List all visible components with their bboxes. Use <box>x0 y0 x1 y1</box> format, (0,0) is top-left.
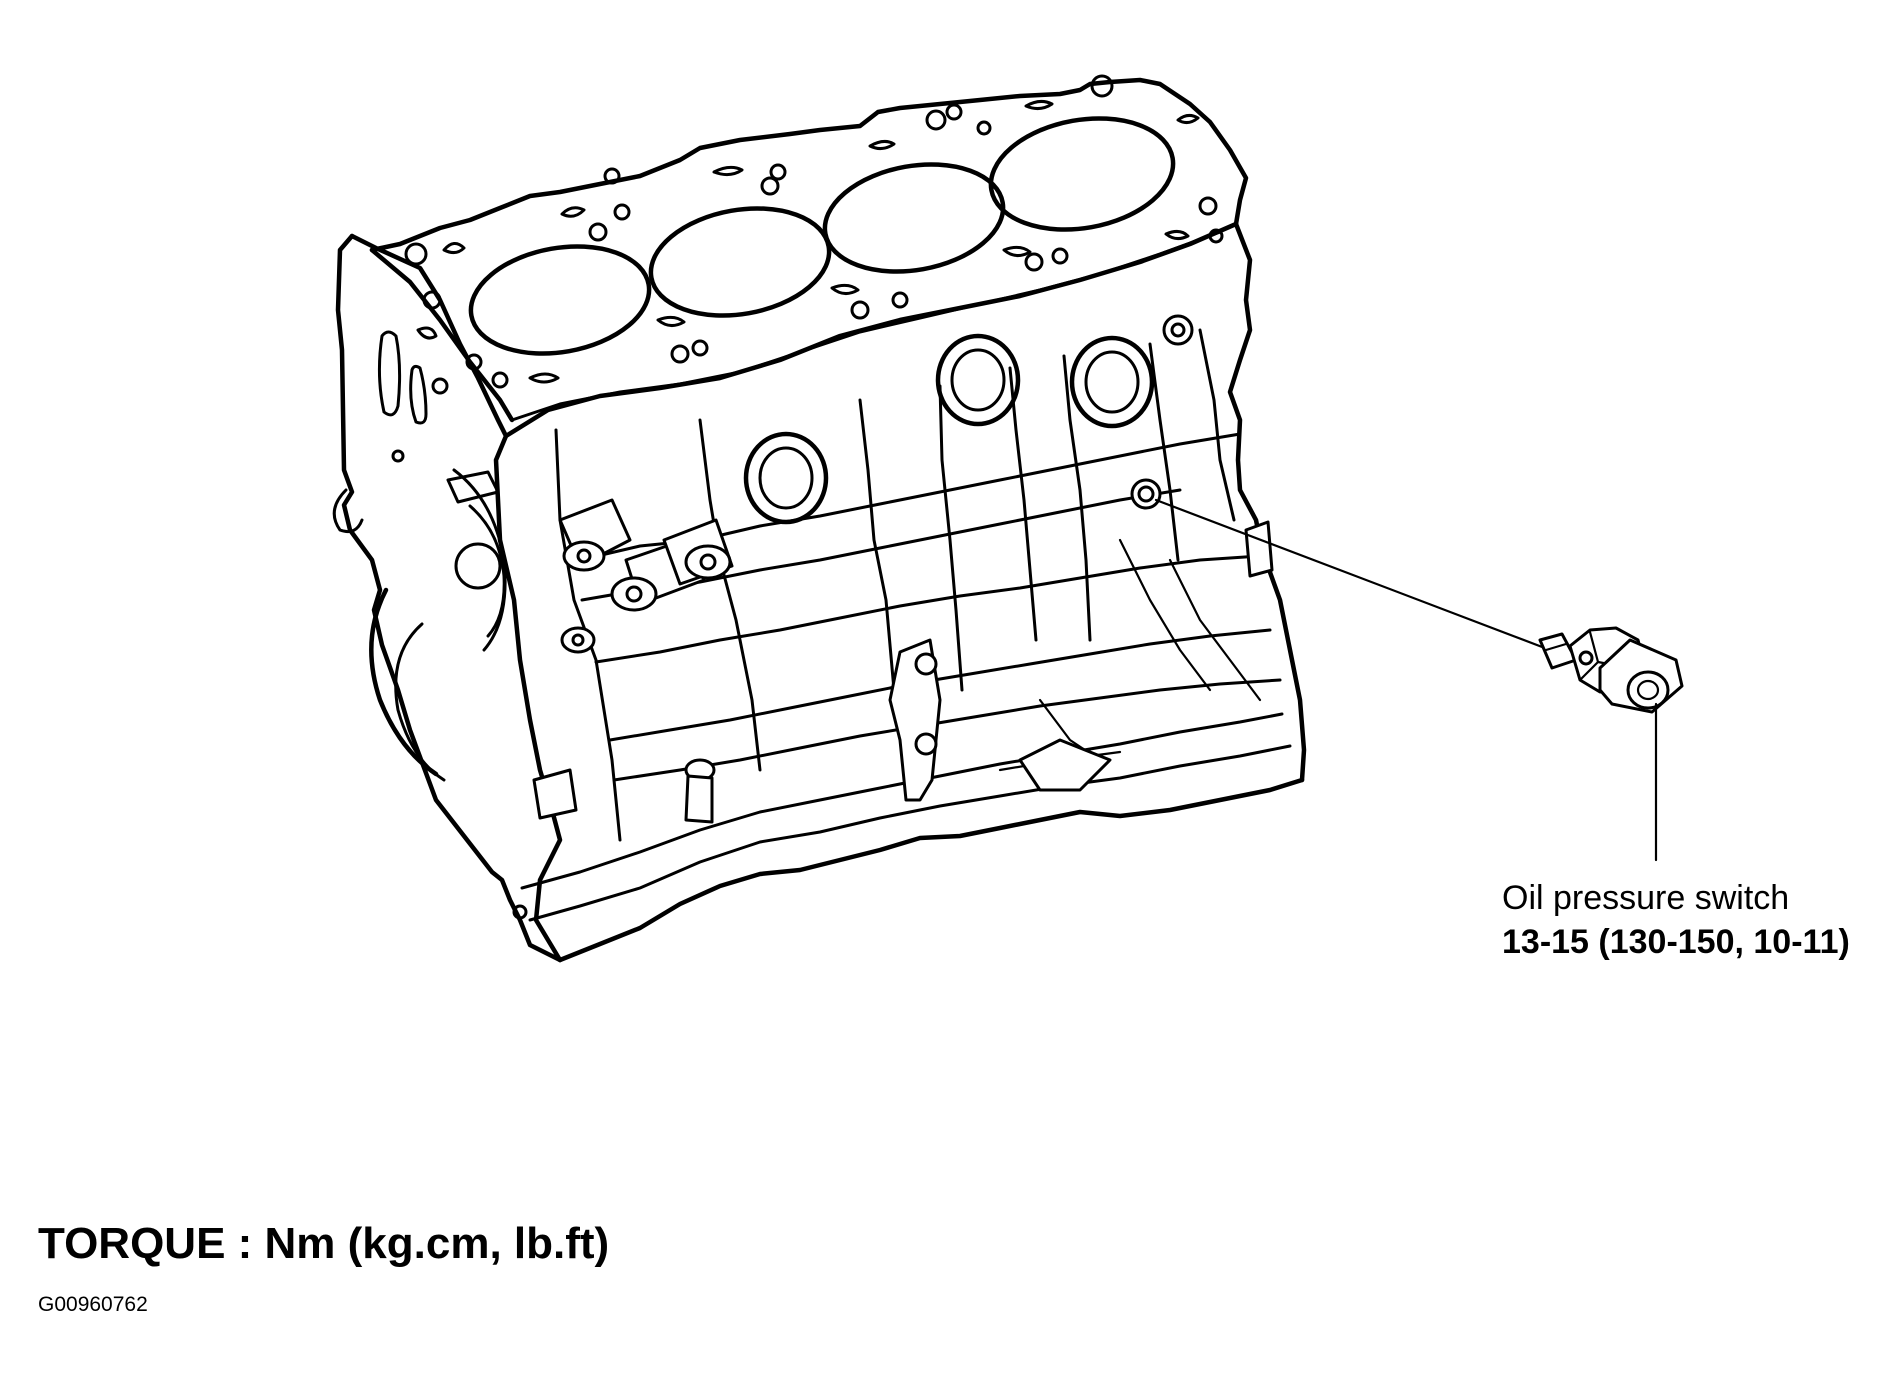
oil-pressure-switch-torque: 13-15 (130-150, 10-11) <box>1502 923 1850 961</box>
figure-id: G00960762 <box>38 1293 148 1316</box>
torque-units-legend: TORQUE : Nm (kg.cm, lb.ft) <box>38 1219 610 1268</box>
freeze-plugs <box>743 333 1155 525</box>
deck-ports <box>404 74 1224 395</box>
leader-line-port <box>1154 498 1552 652</box>
oil-pressure-switch-label: Oil pressure switch <box>1502 879 1790 917</box>
cylinder-bores <box>468 116 1176 356</box>
oil-pressure-switch-body <box>1538 626 1684 714</box>
engine-block-outline <box>335 77 1307 963</box>
oil-pressure-switch <box>1154 498 1684 862</box>
end-face-details <box>332 330 507 782</box>
block-bosses <box>512 314 1274 920</box>
